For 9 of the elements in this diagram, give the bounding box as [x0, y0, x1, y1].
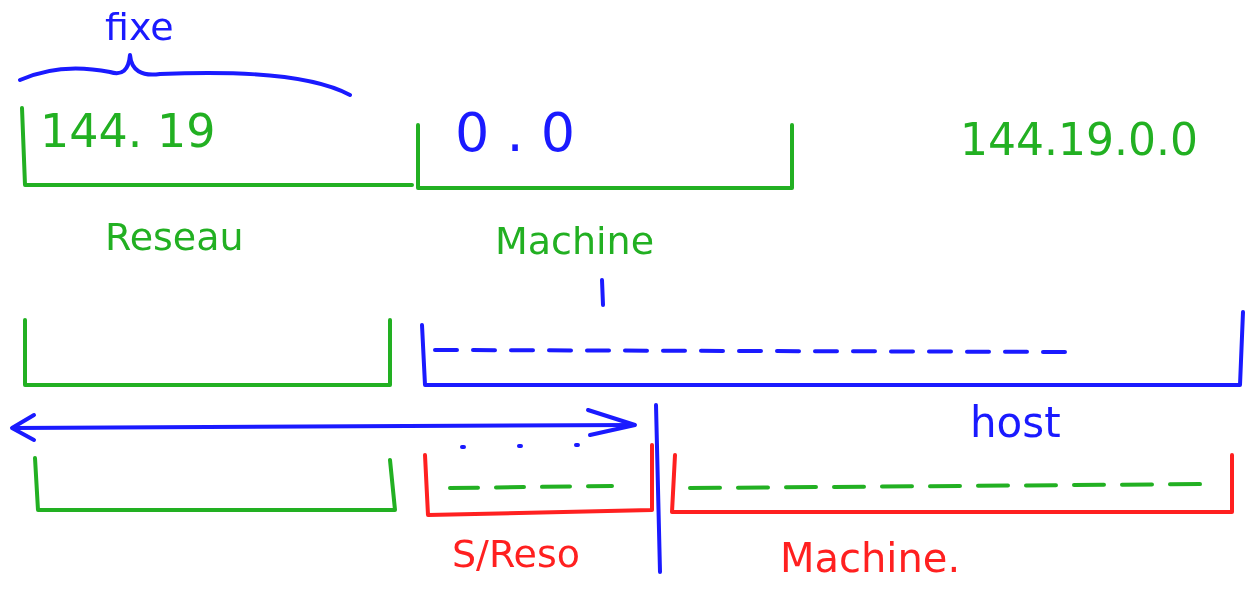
part-label: S/Reso: [452, 535, 581, 573]
address-text: 144.19.0.0: [960, 118, 1198, 162]
part-label: Machine.: [780, 538, 961, 578]
part-label: host: [970, 402, 1061, 444]
note-text: fixe: [105, 8, 174, 46]
part-label: Machine: [495, 222, 655, 260]
address-part: 0 . 0: [455, 106, 576, 160]
address-part: 144. 19: [40, 108, 216, 154]
part-label: Reseau: [105, 218, 244, 256]
